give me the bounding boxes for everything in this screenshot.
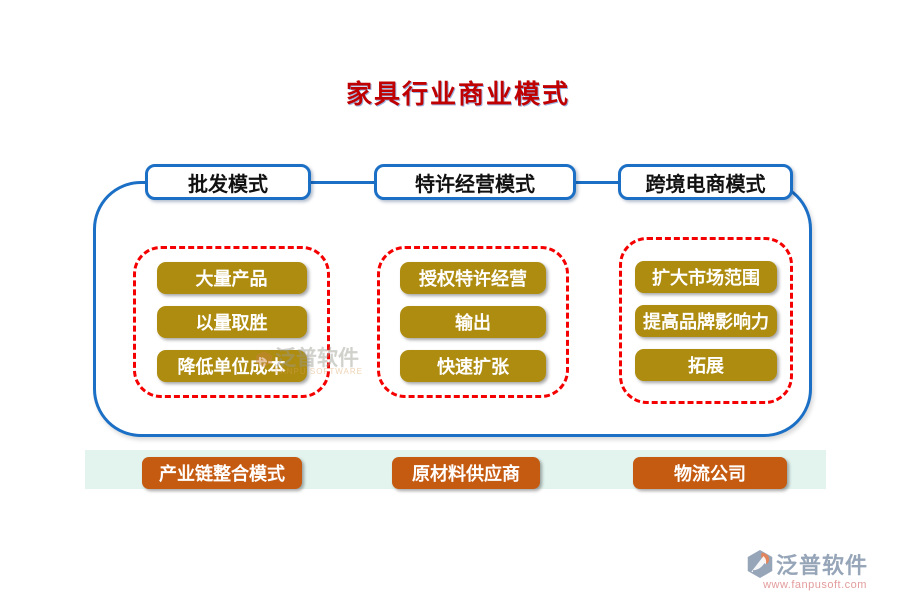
tab-wholesale-model: 批发模式 xyxy=(145,164,311,200)
feature-item: 以量取胜 xyxy=(156,306,307,338)
logistics-company-button: 物流公司 xyxy=(633,457,787,489)
industry-chain-integration-button: 产业链整合模式 xyxy=(142,457,302,489)
logo-url: www.fanpusoft.com xyxy=(763,579,867,591)
franchise-feature-group: 授权特许经营 输出 快速扩张 xyxy=(377,246,569,398)
tab-franchise-model: 特许经营模式 xyxy=(374,164,576,200)
feature-item: 提高品牌影响力 xyxy=(635,304,777,337)
feature-item: 降低单位成本 xyxy=(156,350,307,382)
fanpu-logo-icon xyxy=(746,549,774,579)
feature-item: 大量产品 xyxy=(156,262,307,294)
raw-material-supplier-button: 原材料供应商 xyxy=(392,457,540,489)
wholesale-feature-group: 大量产品 以量取胜 降低单位成本 xyxy=(133,246,330,398)
crossborder-feature-group: 扩大市场范围 提高品牌影响力 拓展 xyxy=(619,237,793,404)
feature-item: 输出 xyxy=(400,306,546,338)
logo-brand-text: 泛普软件 xyxy=(776,553,869,578)
tab-crossborder-ecommerce-model: 跨境电商模式 xyxy=(618,164,793,200)
fanpu-logo: 泛普软件 xyxy=(746,548,868,580)
feature-item: 快速扩张 xyxy=(400,350,546,382)
feature-item: 扩大市场范围 xyxy=(635,260,777,293)
feature-item: 授权特许经营 xyxy=(400,262,546,294)
page-title: 家具行业商业模式 xyxy=(345,80,571,109)
feature-item: 拓展 xyxy=(635,348,777,381)
